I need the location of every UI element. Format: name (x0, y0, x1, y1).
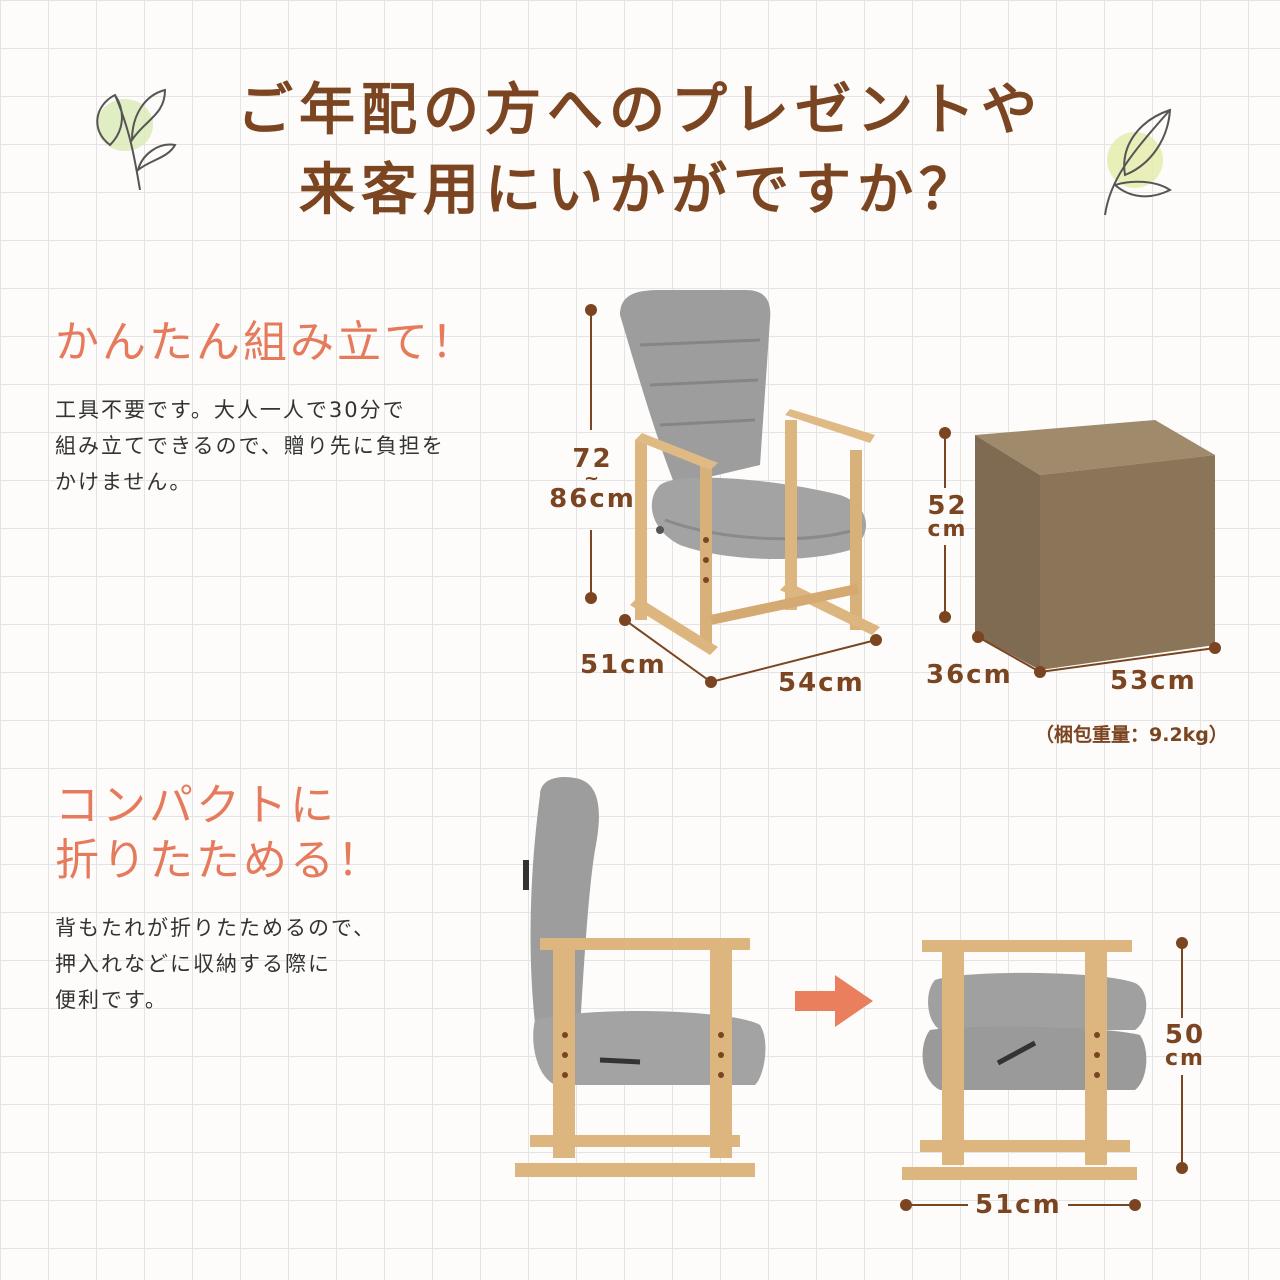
chair-image (620, 290, 880, 655)
section2-heading: コンパクトに 折りたためる！ (55, 778, 384, 888)
chair-width-label: 54cm (778, 668, 865, 698)
section1-body: 工具不要です。大人一人で30分で 組み立てできるので、贈り先に負担を かけません… (55, 392, 445, 500)
section1-body-line: かけません。 (55, 470, 193, 494)
folded-height-unit: cm (1165, 1046, 1205, 1071)
section2-heading-line: 折りたためる！ (55, 835, 384, 886)
box-height-label: 52 cm (920, 493, 975, 541)
box-width-label: 53cm (1110, 666, 1197, 696)
page-title-line2: 来客用にいかがですか？ (299, 157, 981, 223)
section2-body-line: 便利です。 (55, 988, 168, 1012)
chair-side-unfolded-image (515, 776, 766, 1177)
chair-height-max: 86cm (549, 484, 636, 515)
package-weight-label: （梱包重量：9.2kg） (1035, 724, 1228, 746)
folded-height-value: 50 (1164, 1020, 1206, 1050)
box-depth-label: 36cm (926, 660, 1013, 690)
section1-heading: かんたん組み立て！ (55, 317, 478, 368)
chair-height-label: 72 ~ 86cm (545, 446, 640, 512)
package-box-image (975, 420, 1215, 670)
folded-height-label: 50 cm (1155, 1022, 1215, 1070)
section2-body-line: 押入れなどに収納する際に (55, 952, 331, 976)
chair-height-min: 72 (572, 444, 613, 474)
folded-width-label: 51cm (975, 1190, 1062, 1220)
leaf-icon-right (1104, 108, 1172, 216)
chair-height-tilde: ~ (583, 468, 602, 489)
section1-body-line: 組み立てできるので、贈り先に負担を (55, 434, 445, 458)
arrow-right-icon (795, 975, 873, 1027)
chair-depth-label: 51cm (580, 650, 667, 680)
section1-body-line: 工具不要です。大人一人で30分で (55, 398, 406, 422)
page-title-line1: ご年配の方へのプレゼントや (237, 77, 1043, 143)
section2-body: 背もたれが折りたためるので、 押入れなどに収納する際に 便利です。 (55, 910, 376, 1018)
box-height-unit: cm (927, 517, 968, 542)
section2-body-line: 背もたれが折りたためるので、 (55, 916, 377, 940)
section2-heading-line: コンパクトに (55, 780, 337, 831)
box-height-value: 52 (927, 491, 968, 521)
leaf-icon-left (96, 88, 177, 191)
chair-side-folded-image (902, 940, 1147, 1180)
